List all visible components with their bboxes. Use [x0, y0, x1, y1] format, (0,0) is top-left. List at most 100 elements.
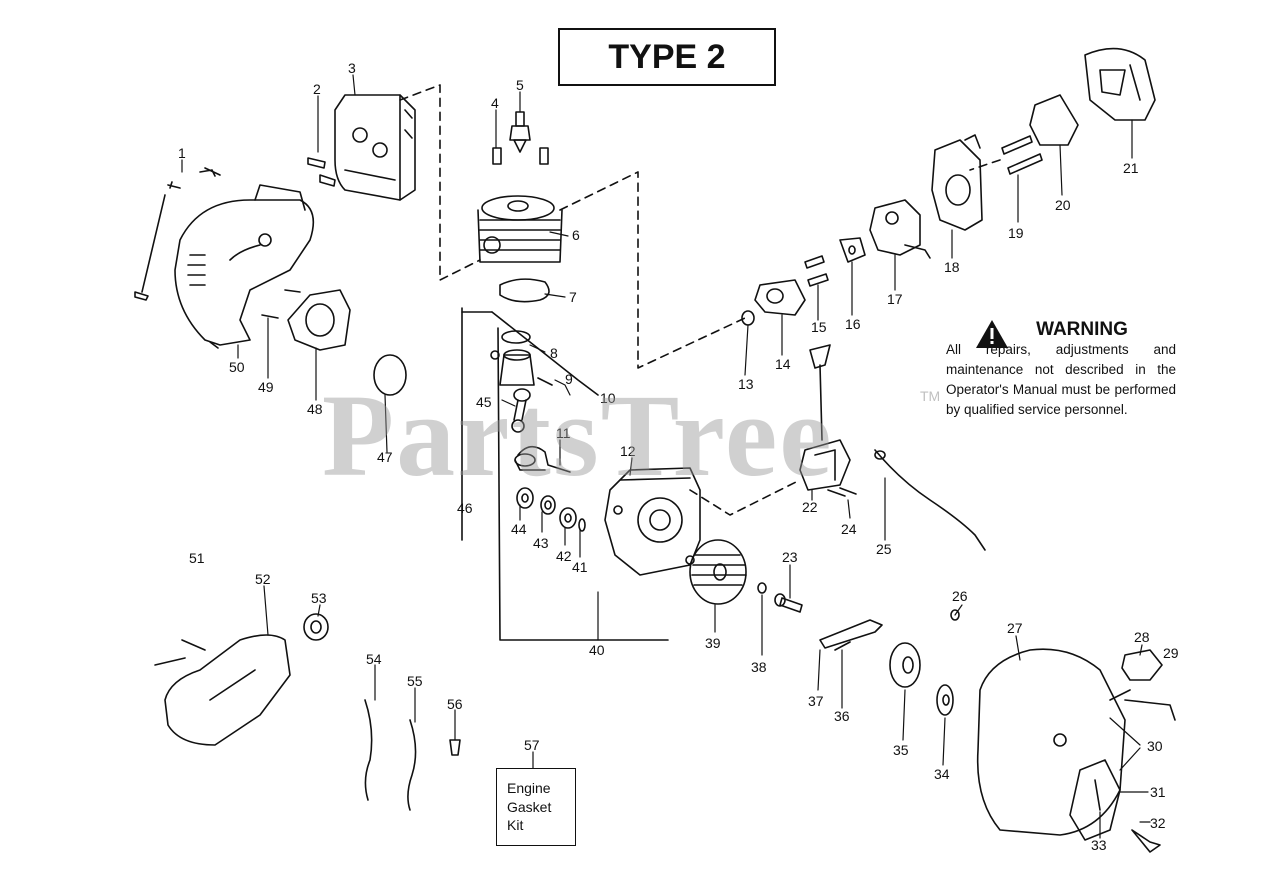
- part-2-screws: [307, 157, 336, 187]
- part-label: 2: [313, 81, 321, 97]
- part-label: 4: [491, 95, 499, 111]
- part-label: 3: [348, 60, 356, 76]
- part-label: 1: [178, 145, 186, 161]
- part-12-crankcase: [604, 467, 701, 576]
- part-39-flywheel: [689, 539, 747, 605]
- part-label: 46: [457, 500, 473, 516]
- warning-text: All repairs, adjustments and maintenance…: [946, 342, 1176, 417]
- part-label: 21: [1123, 160, 1139, 176]
- part-label: 12: [620, 443, 636, 459]
- part-label: 52: [255, 571, 271, 587]
- piston-assembly-bracket: [461, 307, 669, 641]
- part-22-ignition-module: [799, 344, 851, 491]
- diagram-title: TYPE 2: [558, 28, 776, 86]
- part-3-muffler: [334, 94, 416, 201]
- part-48-cap: [287, 289, 351, 351]
- part-18-air-box: [931, 134, 983, 231]
- part-34-spring: [936, 684, 954, 716]
- part-label: 49: [258, 379, 274, 395]
- part-label: 51: [189, 550, 205, 566]
- kit-line: Engine: [507, 780, 551, 796]
- part-label: 55: [407, 673, 423, 689]
- part-label: 36: [834, 708, 850, 724]
- part-5-spark-plug: [509, 111, 531, 153]
- part-label: 53: [311, 590, 327, 606]
- part-label: 38: [751, 659, 767, 675]
- part-label: 34: [934, 766, 950, 782]
- part-label: 6: [572, 227, 580, 243]
- part-label: 26: [952, 588, 968, 604]
- part-45-connecting-rod: [511, 388, 531, 433]
- part-52-shroud: [164, 634, 291, 746]
- part-label: 33: [1091, 837, 1107, 853]
- part-26-nut: [950, 609, 960, 621]
- part-label: 35: [893, 742, 909, 758]
- part-1-screws: [134, 167, 221, 301]
- kit-line: Gasket: [507, 798, 552, 815]
- part-49-screws: [261, 289, 301, 319]
- part-43-seal: [540, 495, 556, 515]
- part-35-pulley: [889, 642, 921, 688]
- part-label: 16: [845, 316, 861, 332]
- part-label: 32: [1150, 815, 1166, 831]
- part-23-shaft: [774, 593, 803, 613]
- assembly-dashed-lines: [399, 84, 1001, 516]
- part-label: 45: [476, 394, 492, 410]
- part-label: 29: [1163, 645, 1179, 661]
- part-label: 41: [572, 559, 588, 575]
- part-label: 56: [447, 696, 463, 712]
- part-label: 17: [887, 291, 903, 307]
- part-24-screws: [827, 487, 857, 497]
- part-19-screws: [1001, 135, 1043, 175]
- part-label: 20: [1055, 197, 1071, 213]
- part-29-rope: [1109, 689, 1176, 721]
- part-label: 10: [600, 390, 616, 406]
- part-53-bearing: [303, 613, 329, 641]
- part-11-crankshaft: [514, 445, 571, 473]
- part-56-fitting: [449, 739, 461, 756]
- part-label: 27: [1007, 620, 1023, 636]
- part-9-piston: [490, 349, 553, 386]
- part-label: 50: [229, 359, 245, 375]
- kit-line: Kit: [507, 817, 524, 833]
- part-label: 9: [565, 371, 573, 387]
- part-17-carburetor: [869, 199, 931, 259]
- part-label: 40: [589, 642, 605, 658]
- part-label: 15: [811, 319, 827, 335]
- part-label: 8: [550, 345, 558, 361]
- part-6-cylinder: [477, 195, 563, 263]
- part-label: 7: [569, 289, 577, 305]
- warning-notice: WARNING All repairs, adjustments and mai…: [946, 320, 1176, 420]
- part-label: 22: [802, 499, 818, 515]
- part-25-wire: [874, 449, 986, 551]
- part-14-intake: [754, 279, 806, 316]
- warning-heading: WARNING: [1036, 319, 1128, 340]
- part-32-pawl: [1131, 829, 1161, 853]
- part-16-gasket: [839, 237, 866, 263]
- part-label: 14: [775, 356, 791, 372]
- part-label: 30: [1147, 738, 1163, 754]
- part-50-engine-cover: [174, 184, 315, 349]
- part-number-labels: 1 2 3 4 5 6 7 8 9 10 11 12 13 14 15 16 1…: [178, 60, 1179, 853]
- part-21-filter-cover: [1084, 47, 1156, 121]
- part-54-wire: [364, 699, 373, 801]
- part-47-o-ring: [373, 354, 407, 396]
- part-label: 57: [524, 737, 540, 753]
- part-label: 18: [944, 259, 960, 275]
- engine-gasket-kit-box: Engine Gasket Kit: [496, 768, 576, 846]
- part-label: 11: [556, 425, 571, 441]
- part-label: 19: [1008, 225, 1024, 241]
- part-label: 54: [366, 651, 382, 667]
- part-label: 25: [876, 541, 892, 557]
- part-51-screws: [154, 639, 206, 666]
- part-label: 23: [782, 549, 798, 565]
- part-label: 28: [1134, 629, 1150, 645]
- part-label: 48: [307, 401, 323, 417]
- warning-triangle-icon: [976, 320, 1008, 348]
- part-44-bearing: [516, 487, 534, 509]
- part-label: 43: [533, 535, 549, 551]
- part-28-handle: [1121, 649, 1163, 681]
- part-41-seal: [578, 518, 586, 532]
- part-label: 13: [738, 376, 754, 392]
- part-label: 47: [377, 449, 393, 465]
